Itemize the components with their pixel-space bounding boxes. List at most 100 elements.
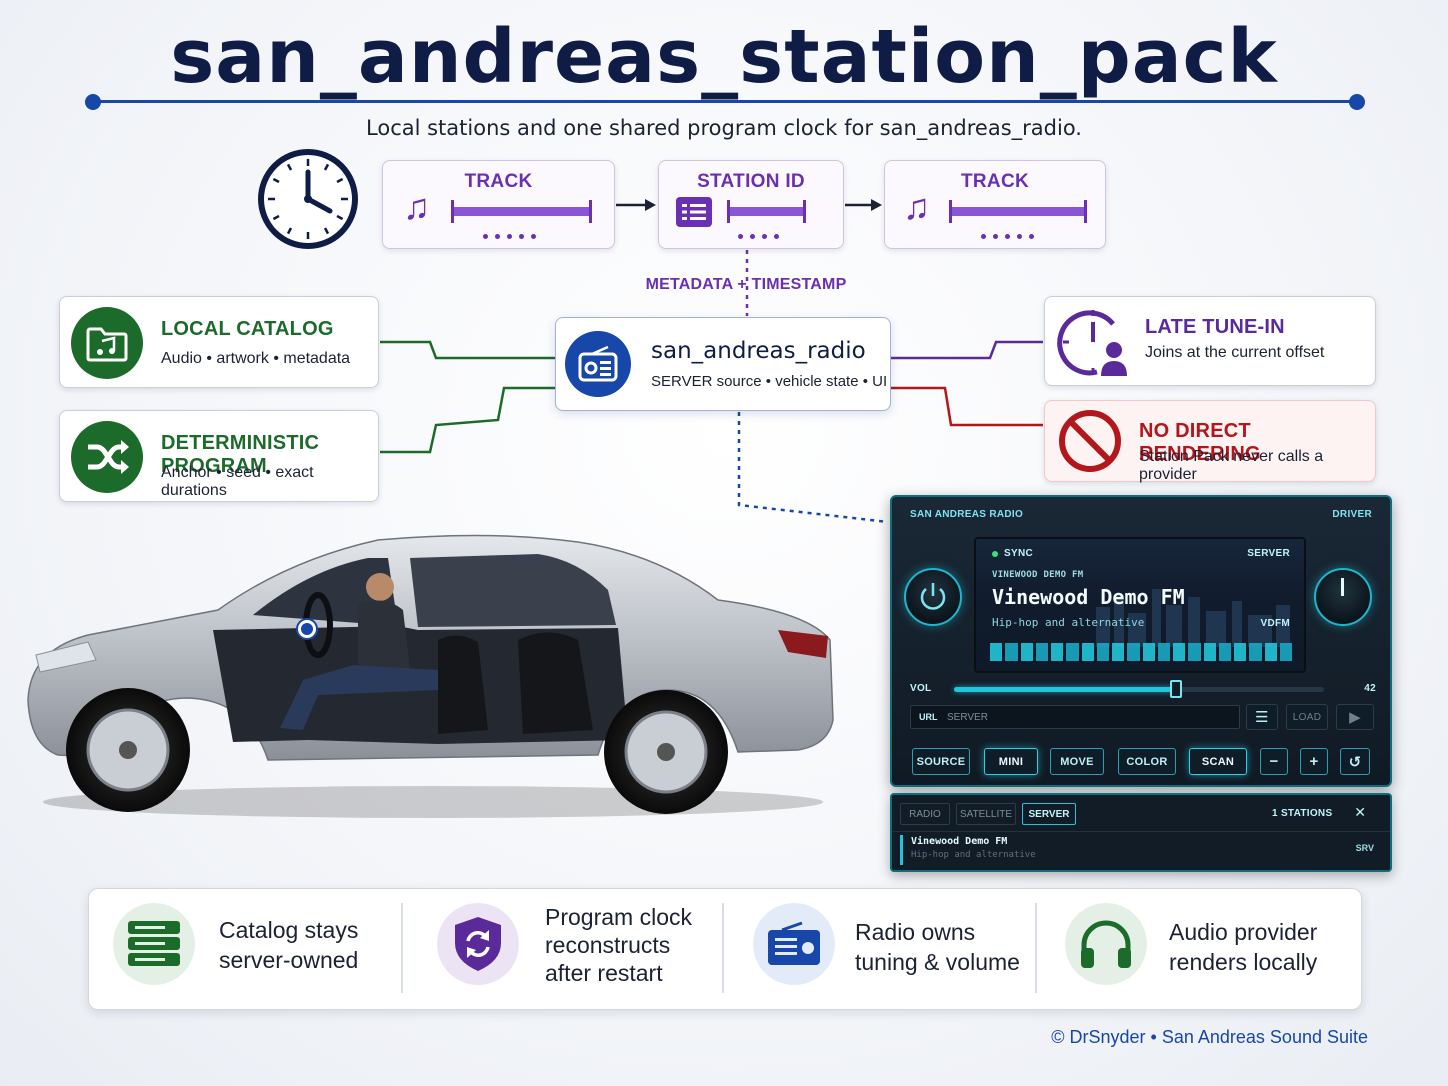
level-meter-bar bbox=[1051, 643, 1064, 661]
station-small-label: VINEWOOD DEMO FM bbox=[992, 570, 1084, 580]
radio-title: san_andreas_radio bbox=[651, 338, 866, 364]
card-title: LOCAL CATALOG bbox=[161, 318, 334, 340]
principle-line: tuning & volume bbox=[855, 949, 1020, 975]
sync-status-dot bbox=[992, 551, 998, 557]
station-list-item-genre: Hip-hop and alternative bbox=[911, 850, 1036, 860]
strip-divider bbox=[401, 903, 403, 993]
timeline-segment-station-id: STATION ID bbox=[658, 160, 844, 249]
principle-line: Catalog stays bbox=[219, 917, 359, 943]
timeline-arrowhead-2 bbox=[871, 199, 882, 211]
volume-slider-thumb[interactable] bbox=[1170, 680, 1182, 698]
ellipsis-dots bbox=[981, 234, 1034, 239]
folder-music-icon bbox=[71, 307, 143, 379]
catalog-connector bbox=[380, 340, 555, 360]
level-meter-bar bbox=[1264, 643, 1277, 661]
station-list-panel: RADIO SATELLITE SERVER 1 STATIONS ✕ Vine… bbox=[890, 793, 1392, 872]
play-button[interactable]: ▶ bbox=[1336, 704, 1374, 730]
tab-server[interactable]: SERVER bbox=[1022, 803, 1076, 825]
power-icon bbox=[920, 583, 946, 610]
level-meter-bar bbox=[1203, 643, 1216, 661]
server-icon bbox=[113, 903, 195, 985]
principle-line: renders locally bbox=[1169, 949, 1318, 975]
tunein-connector bbox=[891, 340, 1043, 360]
level-meter-bar bbox=[1142, 643, 1155, 661]
level-meter-bar bbox=[1157, 643, 1170, 661]
radio-icon bbox=[565, 331, 631, 397]
principle-line: Radio owns bbox=[855, 919, 976, 945]
volume-label: VOL bbox=[910, 683, 932, 694]
head-unit-display: SYNC SERVER VINEWOOD DEMO FM Vinewood De… bbox=[974, 537, 1306, 673]
prohibited-icon bbox=[1059, 410, 1121, 472]
volume-knob[interactable] bbox=[1314, 568, 1372, 626]
level-meter bbox=[990, 643, 1292, 661]
station-genre: Hip-hop and alternative bbox=[992, 616, 1145, 629]
san-andreas-radio-card: san_andreas_radio SERVER source • vehicl… bbox=[555, 317, 891, 411]
level-meter-bar bbox=[1173, 643, 1186, 661]
station-list-item-name: Vinewood Demo FM bbox=[911, 836, 1008, 847]
move-button[interactable]: MOVE bbox=[1050, 748, 1104, 775]
source-button[interactable]: SOURCE bbox=[912, 748, 970, 775]
close-icon[interactable]: ✕ bbox=[1354, 804, 1366, 820]
late-tune-in-card: LATE TUNE-IN Joins at the current offset bbox=[1044, 296, 1376, 386]
mini-button[interactable]: MINI bbox=[984, 748, 1038, 775]
principle-text: Audio provider renders locally bbox=[1169, 917, 1317, 977]
headphones-icon bbox=[1065, 903, 1147, 985]
card-title: DETERMINISTIC PROGRAM bbox=[161, 432, 320, 477]
minus-button[interactable]: − bbox=[1260, 748, 1288, 775]
source-label: SERVER bbox=[1247, 548, 1290, 559]
no-direct-rendering-card: NO DIRECT RENDERING Station Pack never c… bbox=[1044, 400, 1376, 483]
music-note-icon: ♫ bbox=[903, 186, 930, 227]
card-subtitle: Anchor • seed • exact durations bbox=[161, 464, 314, 499]
principle-text: Catalog stays server-owned bbox=[219, 915, 358, 975]
tab-radio[interactable]: RADIO bbox=[900, 803, 950, 825]
principle-text: Radio owns tuning & volume bbox=[855, 917, 1020, 977]
scan-button[interactable]: SCAN bbox=[1189, 748, 1247, 775]
radio-head-unit: SAN ANDREAS RADIO DRIVER SYNC SERVER VIN… bbox=[890, 495, 1392, 787]
deterministic-program-card: DETERMINISTIC PROGRAM Anchor • seed • ex… bbox=[59, 410, 379, 502]
level-meter-bar bbox=[1005, 643, 1018, 661]
card-subtitle: Station Pack never calls a provider bbox=[1139, 448, 1324, 483]
card-title: LATE TUNE-IN bbox=[1145, 316, 1285, 338]
plus-button[interactable]: + bbox=[1300, 748, 1328, 775]
principle-line: Audio provider bbox=[1169, 919, 1318, 945]
url-placeholder: SERVER bbox=[947, 712, 988, 723]
list-button[interactable]: ☰ bbox=[1246, 704, 1278, 730]
reset-button[interactable]: ↺ bbox=[1340, 748, 1370, 775]
panel-divider bbox=[892, 831, 1390, 832]
station-list-item-tag: SRV bbox=[1355, 843, 1374, 853]
station-list-item[interactable]: Vinewood Demo FM Hip-hop and alternative… bbox=[900, 835, 1384, 865]
principle-line: Program clock bbox=[545, 904, 692, 930]
shuffle-icon bbox=[71, 421, 143, 493]
city-skyline-backdrop bbox=[1096, 589, 1290, 647]
program-clock-icon bbox=[258, 149, 358, 249]
level-meter-bar bbox=[1081, 643, 1094, 661]
track-duration-bar bbox=[451, 200, 592, 223]
level-meter-bar bbox=[1279, 643, 1292, 661]
card-title: NO DIRECT RENDERING bbox=[1139, 420, 1261, 465]
station-id-duration-bar bbox=[727, 200, 806, 223]
tab-satellite[interactable]: SATELLITE bbox=[956, 803, 1016, 825]
track-duration-bar bbox=[949, 200, 1087, 223]
url-input[interactable]: URL SERVER bbox=[910, 705, 1240, 729]
list-icon: ☰ bbox=[1255, 709, 1269, 726]
principle-line: server-owned bbox=[219, 947, 359, 973]
level-meter-bar bbox=[1234, 643, 1247, 661]
principles-strip: Catalog stays server-owned Program clock… bbox=[88, 888, 1362, 1010]
car-illustration bbox=[27, 534, 834, 818]
level-meter-bar bbox=[1096, 643, 1109, 661]
ellipsis-dots bbox=[738, 234, 779, 239]
volume-slider[interactable] bbox=[954, 680, 1324, 698]
music-note-icon: ♫ bbox=[403, 186, 430, 227]
load-button[interactable]: LOAD bbox=[1286, 704, 1328, 730]
local-catalog-card: LOCAL CATALOG Audio • artwork • metadata bbox=[59, 296, 379, 388]
level-meter-bar bbox=[1249, 643, 1262, 661]
power-knob[interactable] bbox=[904, 568, 962, 626]
principle-text: Program clock reconstructs after restart bbox=[545, 903, 692, 987]
timeline-arrowhead-1 bbox=[645, 199, 656, 211]
card-subtitle: Audio • artwork • metadata bbox=[161, 350, 351, 367]
card-subtitle: Joins at the current offset bbox=[1145, 344, 1325, 361]
color-button[interactable]: COLOR bbox=[1118, 748, 1176, 775]
metadata-timestamp-label: METADATA + TIMESTAMP bbox=[645, 276, 847, 293]
credit-footer: © DrSnyder • San Andreas Sound Suite bbox=[1051, 1027, 1368, 1047]
